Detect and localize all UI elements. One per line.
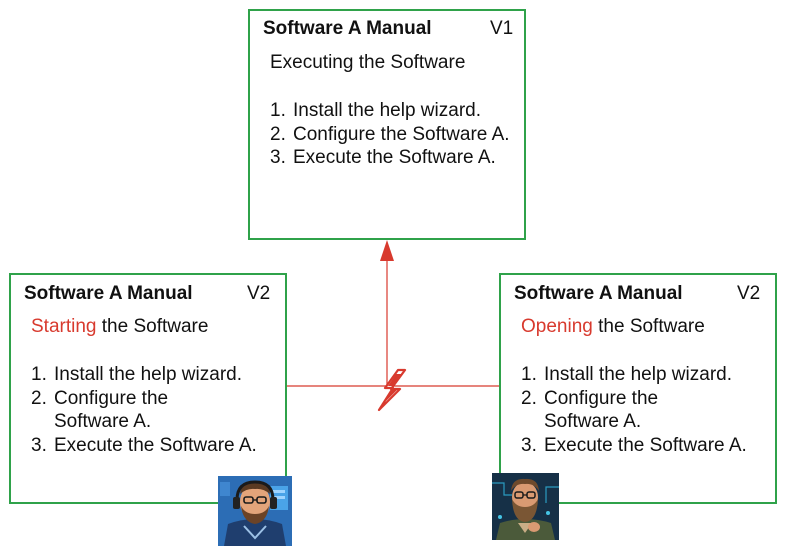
list-item: 2. Configure the Software A. bbox=[521, 387, 714, 434]
manual-card-v2-right: Software A Manual V2 Opening the Softwar… bbox=[499, 273, 777, 504]
step-number: 2. bbox=[521, 387, 537, 409]
step-number: 3. bbox=[270, 147, 286, 168]
list-item: 1. Install the help wizard. bbox=[270, 99, 516, 123]
list-item: 2. Configure the Software A. bbox=[31, 387, 224, 434]
manual-card-v2-left: Software A Manual V2 Starting the Softwa… bbox=[9, 273, 287, 504]
step-number: 1. bbox=[31, 364, 47, 385]
list-item: 1. Install the help wizard. bbox=[31, 363, 281, 387]
step-text: Execute the Software A. bbox=[544, 434, 747, 456]
list-item: 2. Configure the Software A. bbox=[270, 123, 516, 147]
list-item: 1. Install the help wizard. bbox=[521, 363, 771, 387]
version-label: V2 bbox=[737, 283, 761, 304]
manual-card-v1: Software A Manual V1 Executing the Softw… bbox=[248, 9, 526, 240]
list-item: 3. Execute the Software A. bbox=[270, 146, 516, 170]
lightning-bolt-icon bbox=[377, 368, 407, 412]
step-number: 3. bbox=[521, 434, 537, 456]
card-subtitle: Executing the Software bbox=[270, 52, 465, 74]
step-list: 1. Install the help wizard. 2. Configure t… bbox=[31, 363, 281, 457]
subtitle-highlight: Opening bbox=[521, 316, 593, 337]
step-number: 1. bbox=[270, 100, 286, 121]
step-text: Install the help wizard. bbox=[54, 364, 242, 385]
step-number: 2. bbox=[31, 387, 47, 409]
card-title: Software A Manual bbox=[263, 18, 432, 39]
version-label: V1 bbox=[490, 18, 514, 39]
card-title: Software A Manual bbox=[514, 283, 683, 304]
subtitle-text: the Software bbox=[592, 316, 705, 337]
technician-avatar bbox=[218, 476, 292, 546]
card-title: Software A Manual bbox=[24, 283, 193, 304]
version-label: V2 bbox=[247, 283, 271, 304]
step-list: 1. Install the help wizard. 2. Configure t… bbox=[270, 99, 516, 170]
list-item: 3. Execute the Software A. bbox=[521, 434, 771, 458]
step-text: Configure the Software A. bbox=[293, 123, 510, 145]
step-number: 2. bbox=[270, 123, 286, 145]
step-list: 1. Install the help wizard. 2. Configure t… bbox=[521, 363, 771, 457]
step-number: 1. bbox=[521, 364, 537, 385]
subtitle-highlight: Starting bbox=[31, 316, 97, 337]
step-text: Execute the Software A. bbox=[293, 147, 496, 168]
card-subtitle: Opening the Software bbox=[521, 316, 705, 338]
bearded-man-avatar bbox=[492, 473, 559, 540]
step-number: 3. bbox=[31, 434, 47, 456]
arrowhead-icon bbox=[380, 240, 394, 261]
list-item: 3. Execute the Software A. bbox=[31, 434, 281, 458]
step-text: Install the help wizard. bbox=[544, 364, 732, 385]
step-text: Install the help wizard. bbox=[293, 100, 481, 121]
step-text: Configure the Software A. bbox=[544, 387, 659, 433]
card-subtitle: Starting the Software bbox=[31, 316, 208, 338]
subtitle-text: the Software bbox=[96, 316, 209, 337]
step-text: Configure the Software A. bbox=[54, 387, 169, 433]
step-text: Execute the Software A. bbox=[54, 434, 257, 456]
subtitle-text: Executing the Software bbox=[270, 52, 466, 73]
